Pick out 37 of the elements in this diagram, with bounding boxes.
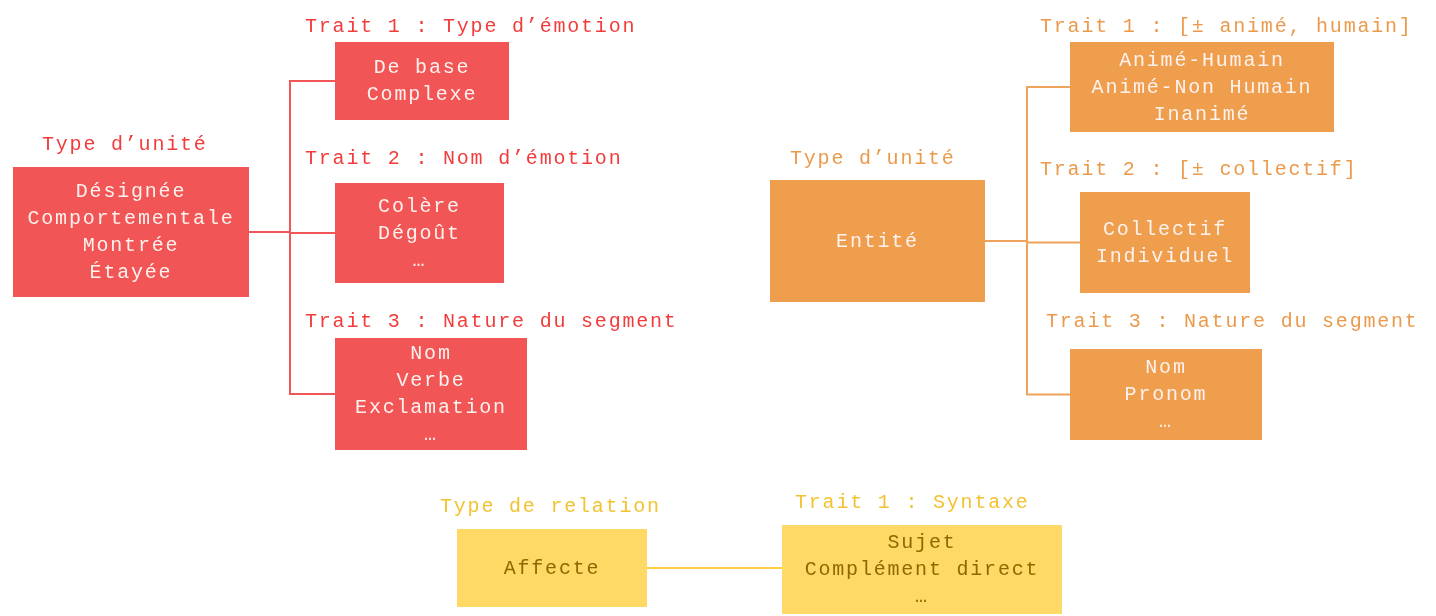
heading: Trait 1 : [± animé, humain] [1040,16,1413,38]
value-text: Nom [410,341,452,367]
heading: Type de relation [440,496,661,518]
value-text: … [915,584,929,610]
value-text: Sujet [887,530,957,556]
heading: Trait 1 : Syntaxe [795,492,1030,514]
value-text: … [424,422,438,448]
value-text: Colère [378,193,461,220]
heading: Type d’unité [42,134,208,156]
heading: Trait 1 : Type d’émotion [305,16,637,38]
value-text: Nom [1145,355,1187,381]
value-text: Complément direct [804,557,1040,583]
value-text: Comportementale [27,206,235,232]
value-text: Entité [836,228,919,255]
value-text: Exclamation [355,395,507,421]
value-text: Pronom [1124,382,1208,408]
heading: Type d’unité [790,148,956,170]
value-text: Individuel [1096,243,1234,270]
value-text: Affecte [503,555,601,582]
value-text: Montrée [82,233,180,259]
value-text: … [1159,409,1173,435]
value-text: Animé-Humain [1119,47,1285,74]
value-text: Étayée [89,260,173,286]
value-text: Verbe [396,368,466,394]
connector-line [646,567,783,569]
heading: Trait 3 : Nature du segment [1046,311,1419,333]
value-text: Collectif [1102,216,1228,243]
value-text: … [412,247,427,274]
value-text: Désignée [75,179,187,205]
heading: Trait 2 : Nom d’émotion [305,148,623,170]
value-text: Dégoût [378,220,461,247]
value-text: De base [373,55,471,81]
value-text: Complexe [366,82,478,108]
heading: Trait 2 : [± collectif] [1040,159,1358,181]
value-text: Animé-Non Humain [1091,74,1313,101]
value-text: Inanimé [1153,101,1251,128]
heading: Trait 3 : Nature du segment [305,311,678,333]
